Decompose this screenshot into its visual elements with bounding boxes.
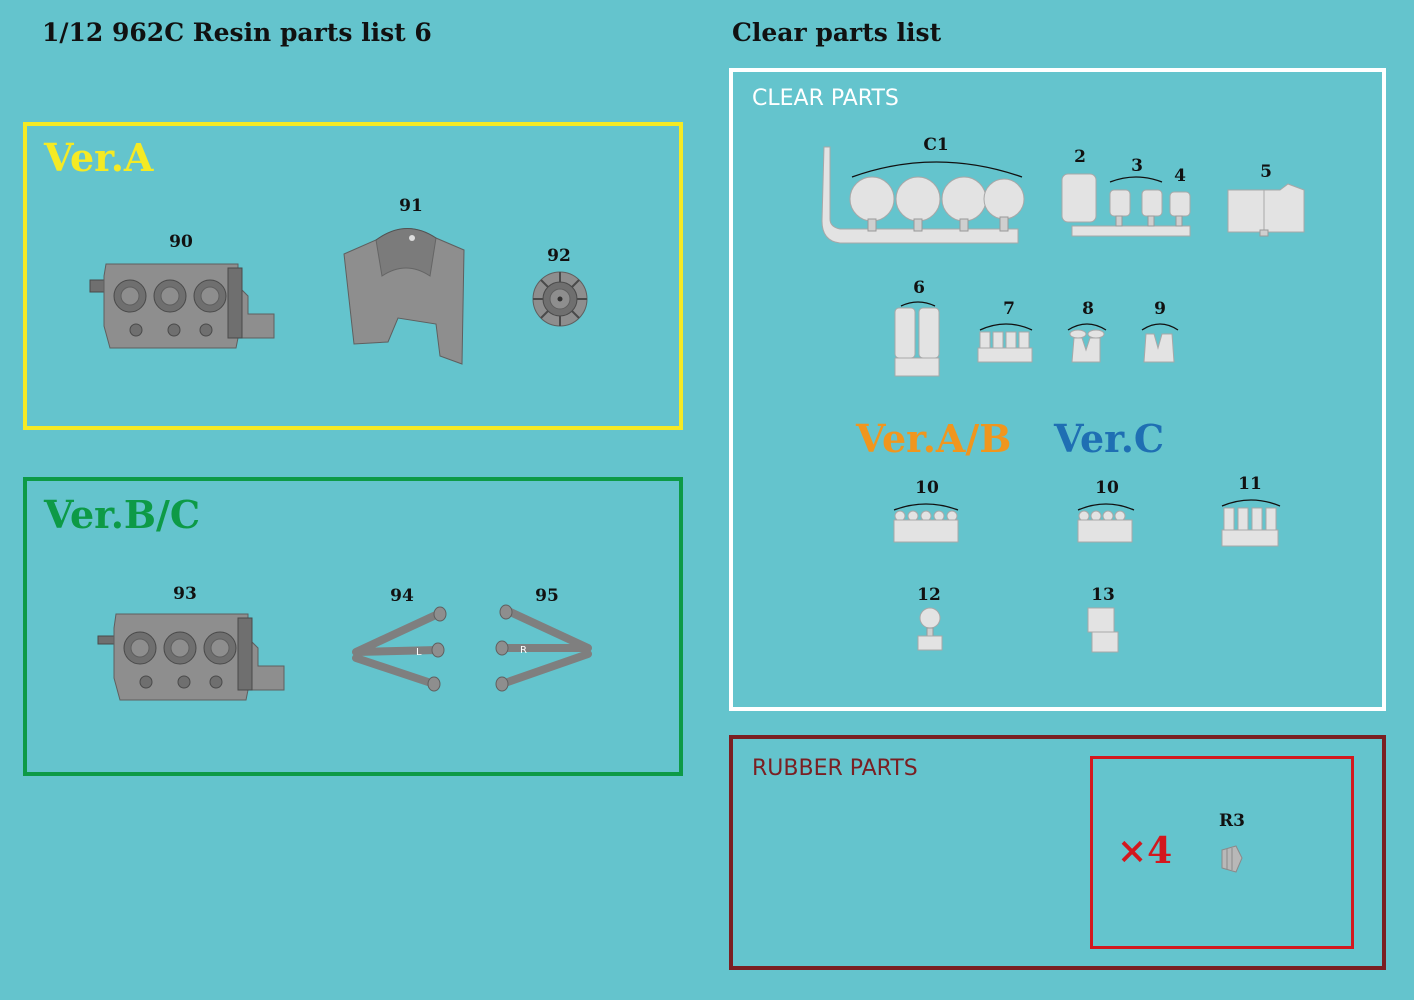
engine-block-icon	[97, 613, 285, 701]
clear-part-10-icon	[893, 503, 959, 543]
part-number-10-ab: 10	[915, 478, 939, 498]
pulley-icon	[532, 271, 588, 327]
part-number-c1: C1	[923, 135, 949, 155]
clear-part-11-icon	[1221, 499, 1281, 547]
part-number-2: 2	[1074, 147, 1086, 167]
ver-c-clear-label: Ver.C	[1054, 416, 1165, 461]
clear-parts-heading: CLEAR PARTS	[752, 86, 899, 111]
rubber-parts-panel	[729, 735, 1386, 970]
side-mark-r: R	[520, 645, 527, 656]
part-number-11: 11	[1238, 474, 1262, 494]
part-number-r3: R3	[1219, 811, 1245, 831]
part-number-10-c: 10	[1095, 478, 1119, 498]
clear-bottles-sprue-icon	[1061, 173, 1191, 237]
part-number-3: 3	[1131, 156, 1143, 176]
part-number-9: 9	[1154, 299, 1166, 319]
rubber-parts-heading: RUBBER PARTS	[752, 756, 918, 781]
part-number-91: 91	[399, 196, 423, 216]
clear-part-12-icon	[917, 607, 943, 651]
clear-part-8-icon	[1067, 323, 1107, 363]
engine-block-icon	[89, 263, 275, 349]
ver-ab-clear-label: Ver.A/B	[856, 416, 1012, 461]
clear-part-10-icon	[1077, 503, 1135, 543]
clear-lamp-sprue-icon	[821, 146, 1025, 244]
clear-parts-title: Clear parts list	[732, 18, 942, 47]
rubber-part-frame	[1090, 756, 1354, 949]
part-number-13: 13	[1091, 585, 1115, 605]
suspension-arm-icon: L	[352, 606, 447, 692]
engine-cover-icon	[343, 228, 465, 365]
part-number-95: 95	[535, 586, 559, 606]
ver-a-panel	[23, 122, 683, 430]
part-number-12: 12	[917, 585, 941, 605]
part-number-94: 94	[390, 586, 414, 606]
part-number-4: 4	[1174, 166, 1186, 186]
clear-part-9-icon	[1141, 323, 1179, 363]
side-mark-l: L	[416, 647, 422, 658]
ver-bc-panel	[23, 477, 683, 776]
clear-box-icon	[1227, 183, 1305, 237]
clear-part-6-icon	[894, 301, 940, 377]
part-number-93: 93	[173, 584, 197, 604]
page-title: 1/12 962C Resin parts list 6	[42, 18, 432, 47]
ver-bc-label: Ver.B/C	[44, 492, 201, 537]
rubber-boot-icon	[1221, 845, 1243, 873]
part-number-5: 5	[1260, 162, 1272, 182]
part-number-92: 92	[547, 246, 571, 266]
part-number-7: 7	[1003, 299, 1015, 319]
clear-parts-panel	[729, 68, 1386, 711]
part-number-8: 8	[1082, 299, 1094, 319]
suspension-arm-icon: R	[495, 604, 592, 692]
ver-a-label: Ver.A	[44, 135, 154, 180]
quantity-multiplier: ×4	[1117, 830, 1173, 872]
clear-part-7-icon	[977, 323, 1033, 363]
part-number-90: 90	[169, 232, 193, 252]
clear-part-13-icon	[1087, 607, 1119, 653]
part-number-6: 6	[913, 278, 925, 298]
